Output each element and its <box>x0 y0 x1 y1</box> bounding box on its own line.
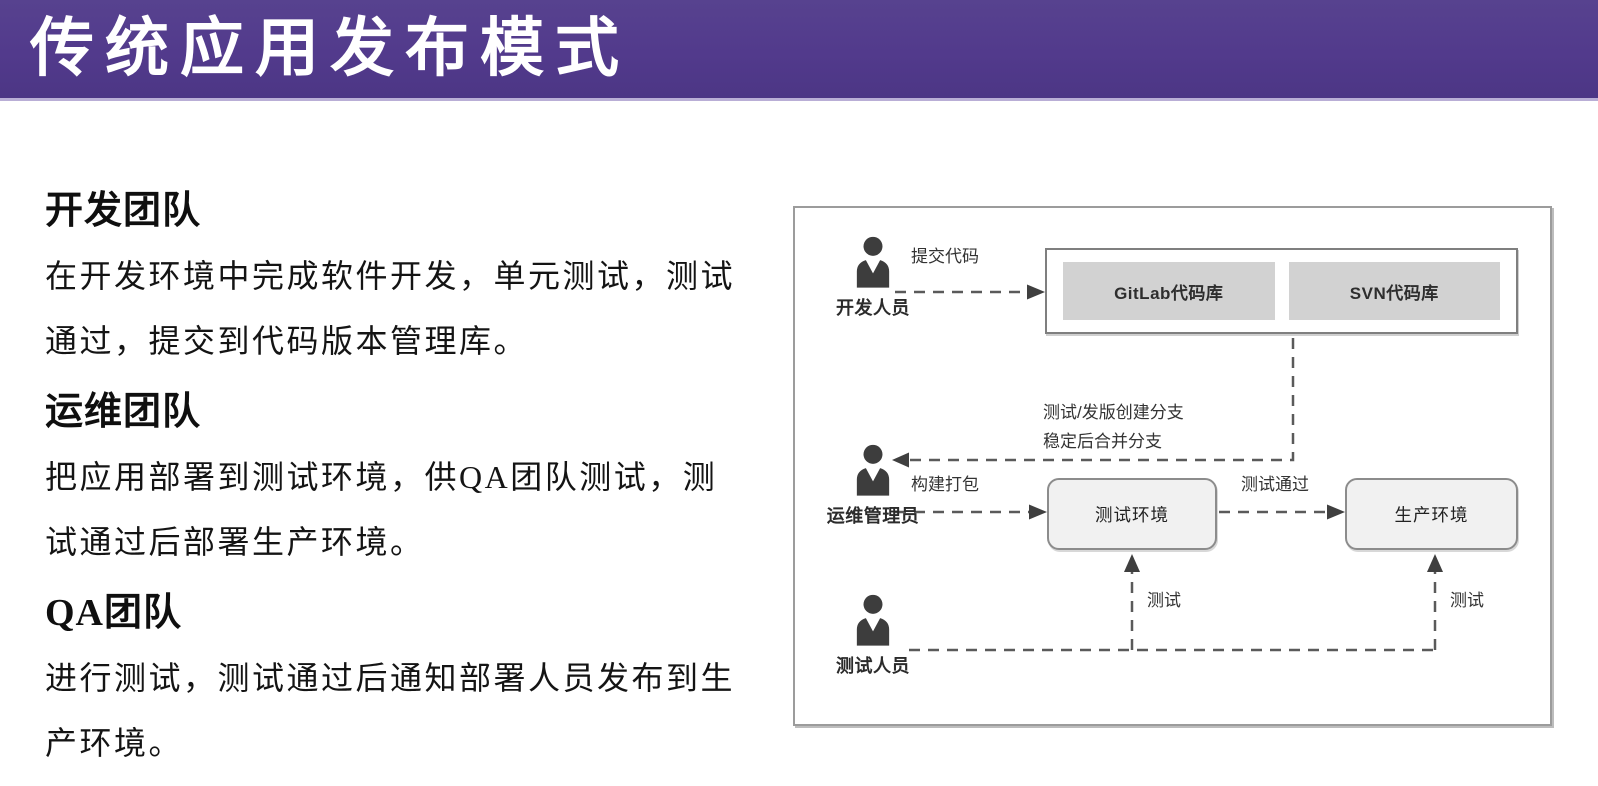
label-branch-create: 测试/发版创建分支 <box>1043 403 1184 422</box>
person-icon <box>803 594 943 646</box>
label-submit-code: 提交代码 <box>911 247 979 266</box>
label-branch-merge: 稳定后合并分支 <box>1043 432 1162 451</box>
page-title: 传统应用发布模式 <box>30 13 630 84</box>
person-icon <box>803 444 943 496</box>
section-ops-team: 运维团队 把应用部署到测试环境，供QA团队测试，测试通过后部署生产环境。 <box>45 380 750 575</box>
label-build-package: 构建打包 <box>911 475 979 494</box>
section-body: 进行测试，测试通过后通知部署人员发布到生产环境。 <box>45 660 736 761</box>
person-icon <box>803 236 943 288</box>
section-heading: 运维团队 <box>45 391 202 433</box>
flow-connectors <box>892 284 1443 652</box>
repo-group-box: GitLab代码库 SVN代码库 <box>1045 248 1518 334</box>
env-test-box: 测试环境 <box>1047 478 1217 550</box>
label-test-left: 测试 <box>1147 591 1181 610</box>
section-heading: 开发团队 <box>45 190 202 232</box>
actor-tester: 测试人员 <box>803 594 943 678</box>
label-test-passed: 测试通过 <box>1241 475 1309 494</box>
actor-ops-admin: 运维管理员 <box>803 444 943 528</box>
repo-gitlab-box: GitLab代码库 <box>1063 262 1275 320</box>
actor-label: 运维管理员 <box>826 506 920 526</box>
section-body: 把应用部署到测试环境，供QA团队测试，测试通过后部署生产环境。 <box>45 459 718 560</box>
content-sections: 开发团队 在开发环境中完成软件开发，单元测试，测试通过，提交到代码版本管理库。 … <box>45 101 750 776</box>
section-body: 在开发环境中完成软件开发，单元测试，测试通过，提交到代码版本管理库。 <box>45 258 736 359</box>
slide-header: 传统应用发布模式 <box>0 0 1598 101</box>
actor-developer: 开发人员 <box>803 236 943 320</box>
label-test-right: 测试 <box>1450 591 1484 610</box>
actor-label: 开发人员 <box>836 298 910 318</box>
section-qa-team: QA团队 进行测试，测试通过后通知部署人员发布到生产环境。 <box>45 581 750 776</box>
section-dev-team: 开发团队 在开发环境中完成软件开发，单元测试，测试通过，提交到代码版本管理库。 <box>45 179 750 374</box>
actor-label: 测试人员 <box>836 656 910 676</box>
release-flow-diagram: 开发人员 提交代码 GitLab代码库 SVN代码库 测试/发版创建分支 稳定后… <box>793 206 1552 726</box>
env-production-box: 生产环境 <box>1345 478 1518 550</box>
repo-svn-box: SVN代码库 <box>1288 262 1500 320</box>
section-heading: QA团队 <box>45 592 183 634</box>
